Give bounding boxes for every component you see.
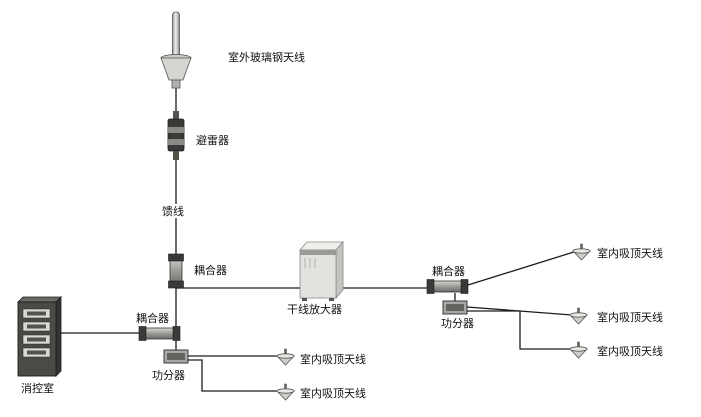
lightning-arrester-icon (167, 111, 185, 160)
indoor-antenna-icon-right-mid (569, 307, 588, 325)
splitter-label-right: 功分器 (441, 317, 474, 330)
indoor-antenna-label-right-mid: 室内吸顶天线 (597, 310, 663, 324)
control-room-label: 消控室 (21, 381, 54, 395)
outdoor-antenna-icon (160, 11, 192, 89)
power-splitter-icon-left (163, 349, 189, 364)
feeder-label: 馈线 (162, 204, 184, 218)
control-room-cabinet-icon (17, 296, 62, 377)
splitter-label-left: 功分器 (152, 369, 185, 382)
coupler-icon-left (138, 326, 181, 341)
cable-splitter-to-antenna-left-lower (188, 359, 277, 392)
trunk-amplifier-label: 干线放大器 (287, 302, 342, 316)
coupler-icon-right (426, 279, 469, 294)
coupler-label-vertical: 耦合器 (194, 263, 227, 277)
indoor-antenna-icon-left-upper (276, 348, 295, 366)
coupler-label-left: 耦合器 (136, 311, 169, 325)
indoor-antenna-label-right-bottom: 室内吸顶天线 (597, 344, 663, 358)
cable-splitter-to-antenna-bottom-right (467, 310, 572, 350)
outdoor-antenna-label: 室外玻璃钢天线 (228, 50, 305, 64)
indoor-antenna-icon-left-lower (276, 383, 295, 401)
arrester-label: 避雷器 (196, 133, 229, 147)
cable-coupler-to-antenna-top-right (467, 250, 578, 286)
indoor-antenna-label-right-top: 室内吸顶天线 (597, 246, 663, 260)
indoor-antenna-label-left-lower: 室内吸顶天线 (300, 386, 366, 400)
power-splitter-icon-right (442, 300, 468, 315)
trunk-amplifier-icon (299, 240, 344, 301)
indoor-antenna-icon-right-bottom (569, 341, 588, 359)
coupler-label-right: 耦合器 (432, 264, 465, 278)
indoor-antenna-icon-right-top (572, 243, 591, 261)
indoor-antenna-label-left-upper: 室内吸顶天线 (300, 352, 366, 366)
coupler-icon-vertical (168, 253, 184, 289)
feeder-label-bg (159, 204, 187, 218)
